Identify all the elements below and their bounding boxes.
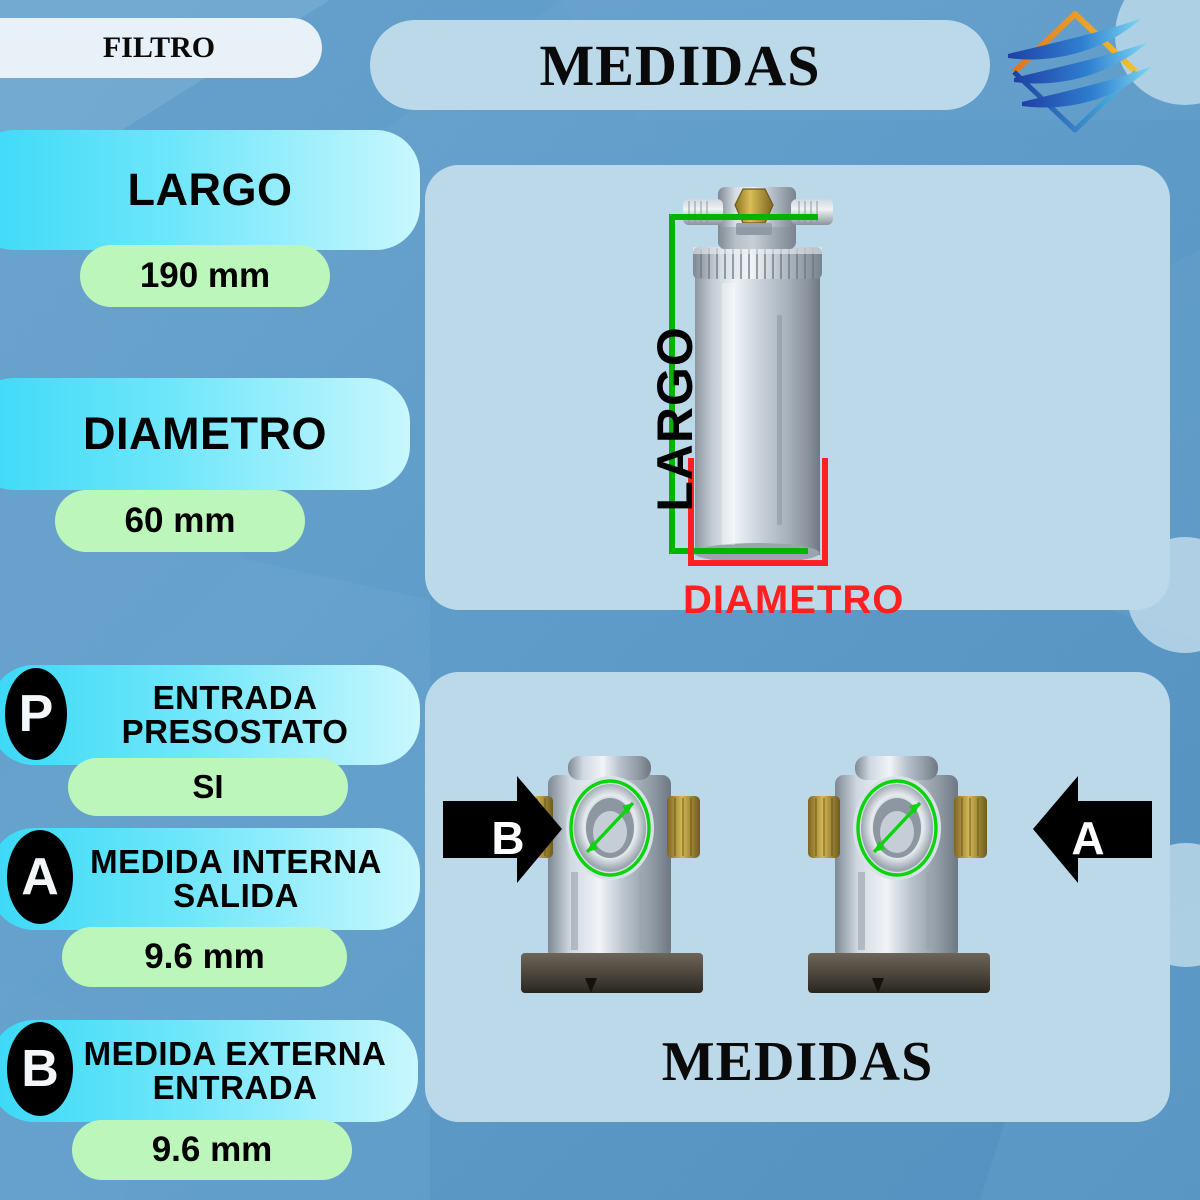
arrow-label-b: B	[491, 812, 525, 864]
arrow-label-a: A	[1071, 812, 1105, 864]
spec-label-diametro: DIAMETRO	[83, 408, 327, 460]
spec-pill-diametro: DIAMETRO	[0, 378, 410, 490]
spec-value-pill-diametro: 60 mm	[55, 490, 305, 552]
connection-label-p: ENTRADA PRESOSTATO	[121, 679, 349, 750]
connection-value-pill-p: SI	[68, 758, 348, 816]
connection-label-b: MEDIDA EXTERNA ENTRADA	[83, 1035, 387, 1106]
product-type-pill: FILTRO	[0, 18, 322, 78]
connection-value-p: SI	[192, 768, 224, 805]
diametro-annotation: DIAMETRO	[683, 578, 905, 622]
spec-label-largo: LARGO	[127, 164, 293, 216]
connection-pill-a: MEDIDA INTERNA SALIDA	[0, 828, 420, 930]
connection-pill-p: ENTRADA PRESOSTATO	[0, 665, 420, 765]
largo-annotation: LARGO	[647, 326, 703, 512]
product-type-label: FILTRO	[102, 31, 216, 64]
connection-value-pill-b: 9.6 mm	[72, 1120, 352, 1180]
arrow-right-shape	[443, 776, 562, 883]
diagram-caption: MEDIDAS	[661, 1031, 934, 1093]
badge-p: P	[5, 668, 67, 760]
connection-value-pill-a: 9.6 mm	[62, 927, 347, 987]
connection-value-a: 9.6 mm	[144, 937, 265, 976]
badge-b: B	[7, 1022, 73, 1116]
spec-value-largo: 190 mm	[139, 256, 271, 295]
page-title: MEDIDAS	[539, 33, 821, 98]
connection-value-b: 9.6 mm	[151, 1130, 273, 1169]
header-title-panel	[370, 20, 990, 110]
filter-drier-photo	[669, 187, 833, 566]
port-views-photo	[443, 756, 1152, 993]
arrow-left-shape	[1033, 776, 1152, 883]
badge-a: A	[7, 830, 73, 924]
spec-value-pill-largo: 190 mm	[80, 245, 330, 307]
brand-logo-icon	[1008, 11, 1150, 133]
spec-value-diametro: 60 mm	[124, 501, 236, 540]
badge-p-letter: P	[18, 685, 54, 743]
connection-label-a: MEDIDA INTERNA SALIDA	[90, 843, 382, 914]
badge-a-letter: A	[21, 848, 59, 906]
spec-pill-largo: LARGO	[0, 130, 420, 250]
badge-b-letter: B	[21, 1040, 59, 1098]
